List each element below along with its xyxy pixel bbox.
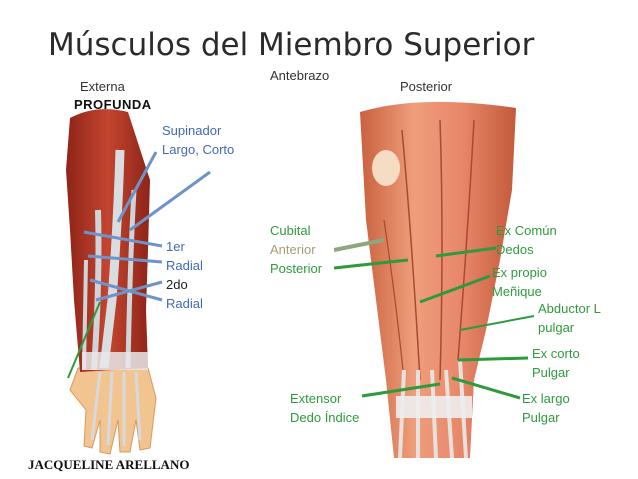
label-ex-propio-line2: Meñique — [492, 284, 542, 299]
pointer-ex-largo — [451, 376, 521, 400]
pointer-radial-4 — [89, 278, 163, 302]
pointer-ex-corto — [457, 356, 529, 362]
label-ex-largo-line1: Ex largo — [522, 391, 570, 406]
page-title: Músculos del Miembro Superior — [48, 27, 535, 63]
right-forearm — [360, 101, 516, 458]
pointer-supinador-2 — [129, 170, 211, 232]
right-arm-illustration — [333, 98, 535, 459]
pointer-radial-2 — [87, 254, 163, 264]
view-label-posterior: Posterior — [400, 79, 453, 94]
left-arm-illustration — [62, 96, 211, 458]
label-radial-line3: 2do — [166, 277, 188, 292]
label-extensor-line1: Extensor — [290, 391, 342, 406]
left-tendon-4 — [82, 259, 88, 371]
muscle-line-2 — [439, 119, 443, 381]
pointer-ex-comun — [435, 246, 497, 258]
label-ex-propio-line1: Ex propio — [492, 265, 547, 280]
label-radial-line1: 1er — [166, 239, 185, 254]
pointer-cubital-anterior — [333, 238, 385, 252]
left-retinaculum — [82, 352, 148, 370]
muscle-line-4 — [383, 219, 405, 381]
pointer-extensor — [361, 382, 441, 398]
label-cubital-line1: Cubital — [270, 223, 311, 238]
muscle-line-1 — [401, 129, 421, 381]
label-supinador-line2: Largo, Corto — [162, 142, 235, 157]
label-supinador-line1: Supinador — [162, 123, 222, 138]
image-caption-profunda: PROFUNDA — [74, 97, 152, 112]
pointer-cubital-posterior — [333, 258, 409, 270]
muscle-line-3 — [457, 119, 475, 361]
pointer-supinador-1 — [116, 151, 158, 223]
view-label-externa: Externa — [80, 79, 125, 94]
label-extensor-line2: Dedo Índice — [290, 410, 360, 425]
label-cubital-line3: Posterior — [270, 261, 323, 276]
label-abductor-line1: Abductor L — [538, 301, 601, 316]
pointer-radial-1 — [83, 230, 163, 248]
label-ex-corto-line2: Pulgar — [532, 365, 570, 380]
author-name: JACQUELINE ARELLANO — [28, 457, 190, 472]
label-ex-comun-line2: Dedos — [496, 242, 534, 257]
left-tendon-3 — [125, 189, 137, 369]
pointer-abductor — [459, 315, 535, 331]
label-radial-line2: Radial — [166, 258, 203, 273]
label-cubital-line2: Anterior — [270, 242, 316, 257]
label-ex-comun-line1: Ex Común — [496, 223, 557, 238]
pointer-ex-propio — [419, 274, 491, 304]
right-retinaculum — [396, 396, 472, 418]
left-tendon-2 — [91, 209, 102, 371]
label-abductor-line2: pulgar — [538, 320, 575, 335]
left-finger-tendons — [90, 371, 142, 446]
label-ex-largo-line2: Pulgar — [522, 410, 560, 425]
left-tendon-1 — [99, 149, 125, 369]
label-ex-corto-line1: Ex corto — [532, 346, 580, 361]
olecranon — [372, 150, 400, 186]
subtitle: Antebrazo — [270, 68, 330, 83]
pointer-left-green — [67, 301, 101, 379]
label-radial-line4: Radial — [166, 296, 203, 311]
